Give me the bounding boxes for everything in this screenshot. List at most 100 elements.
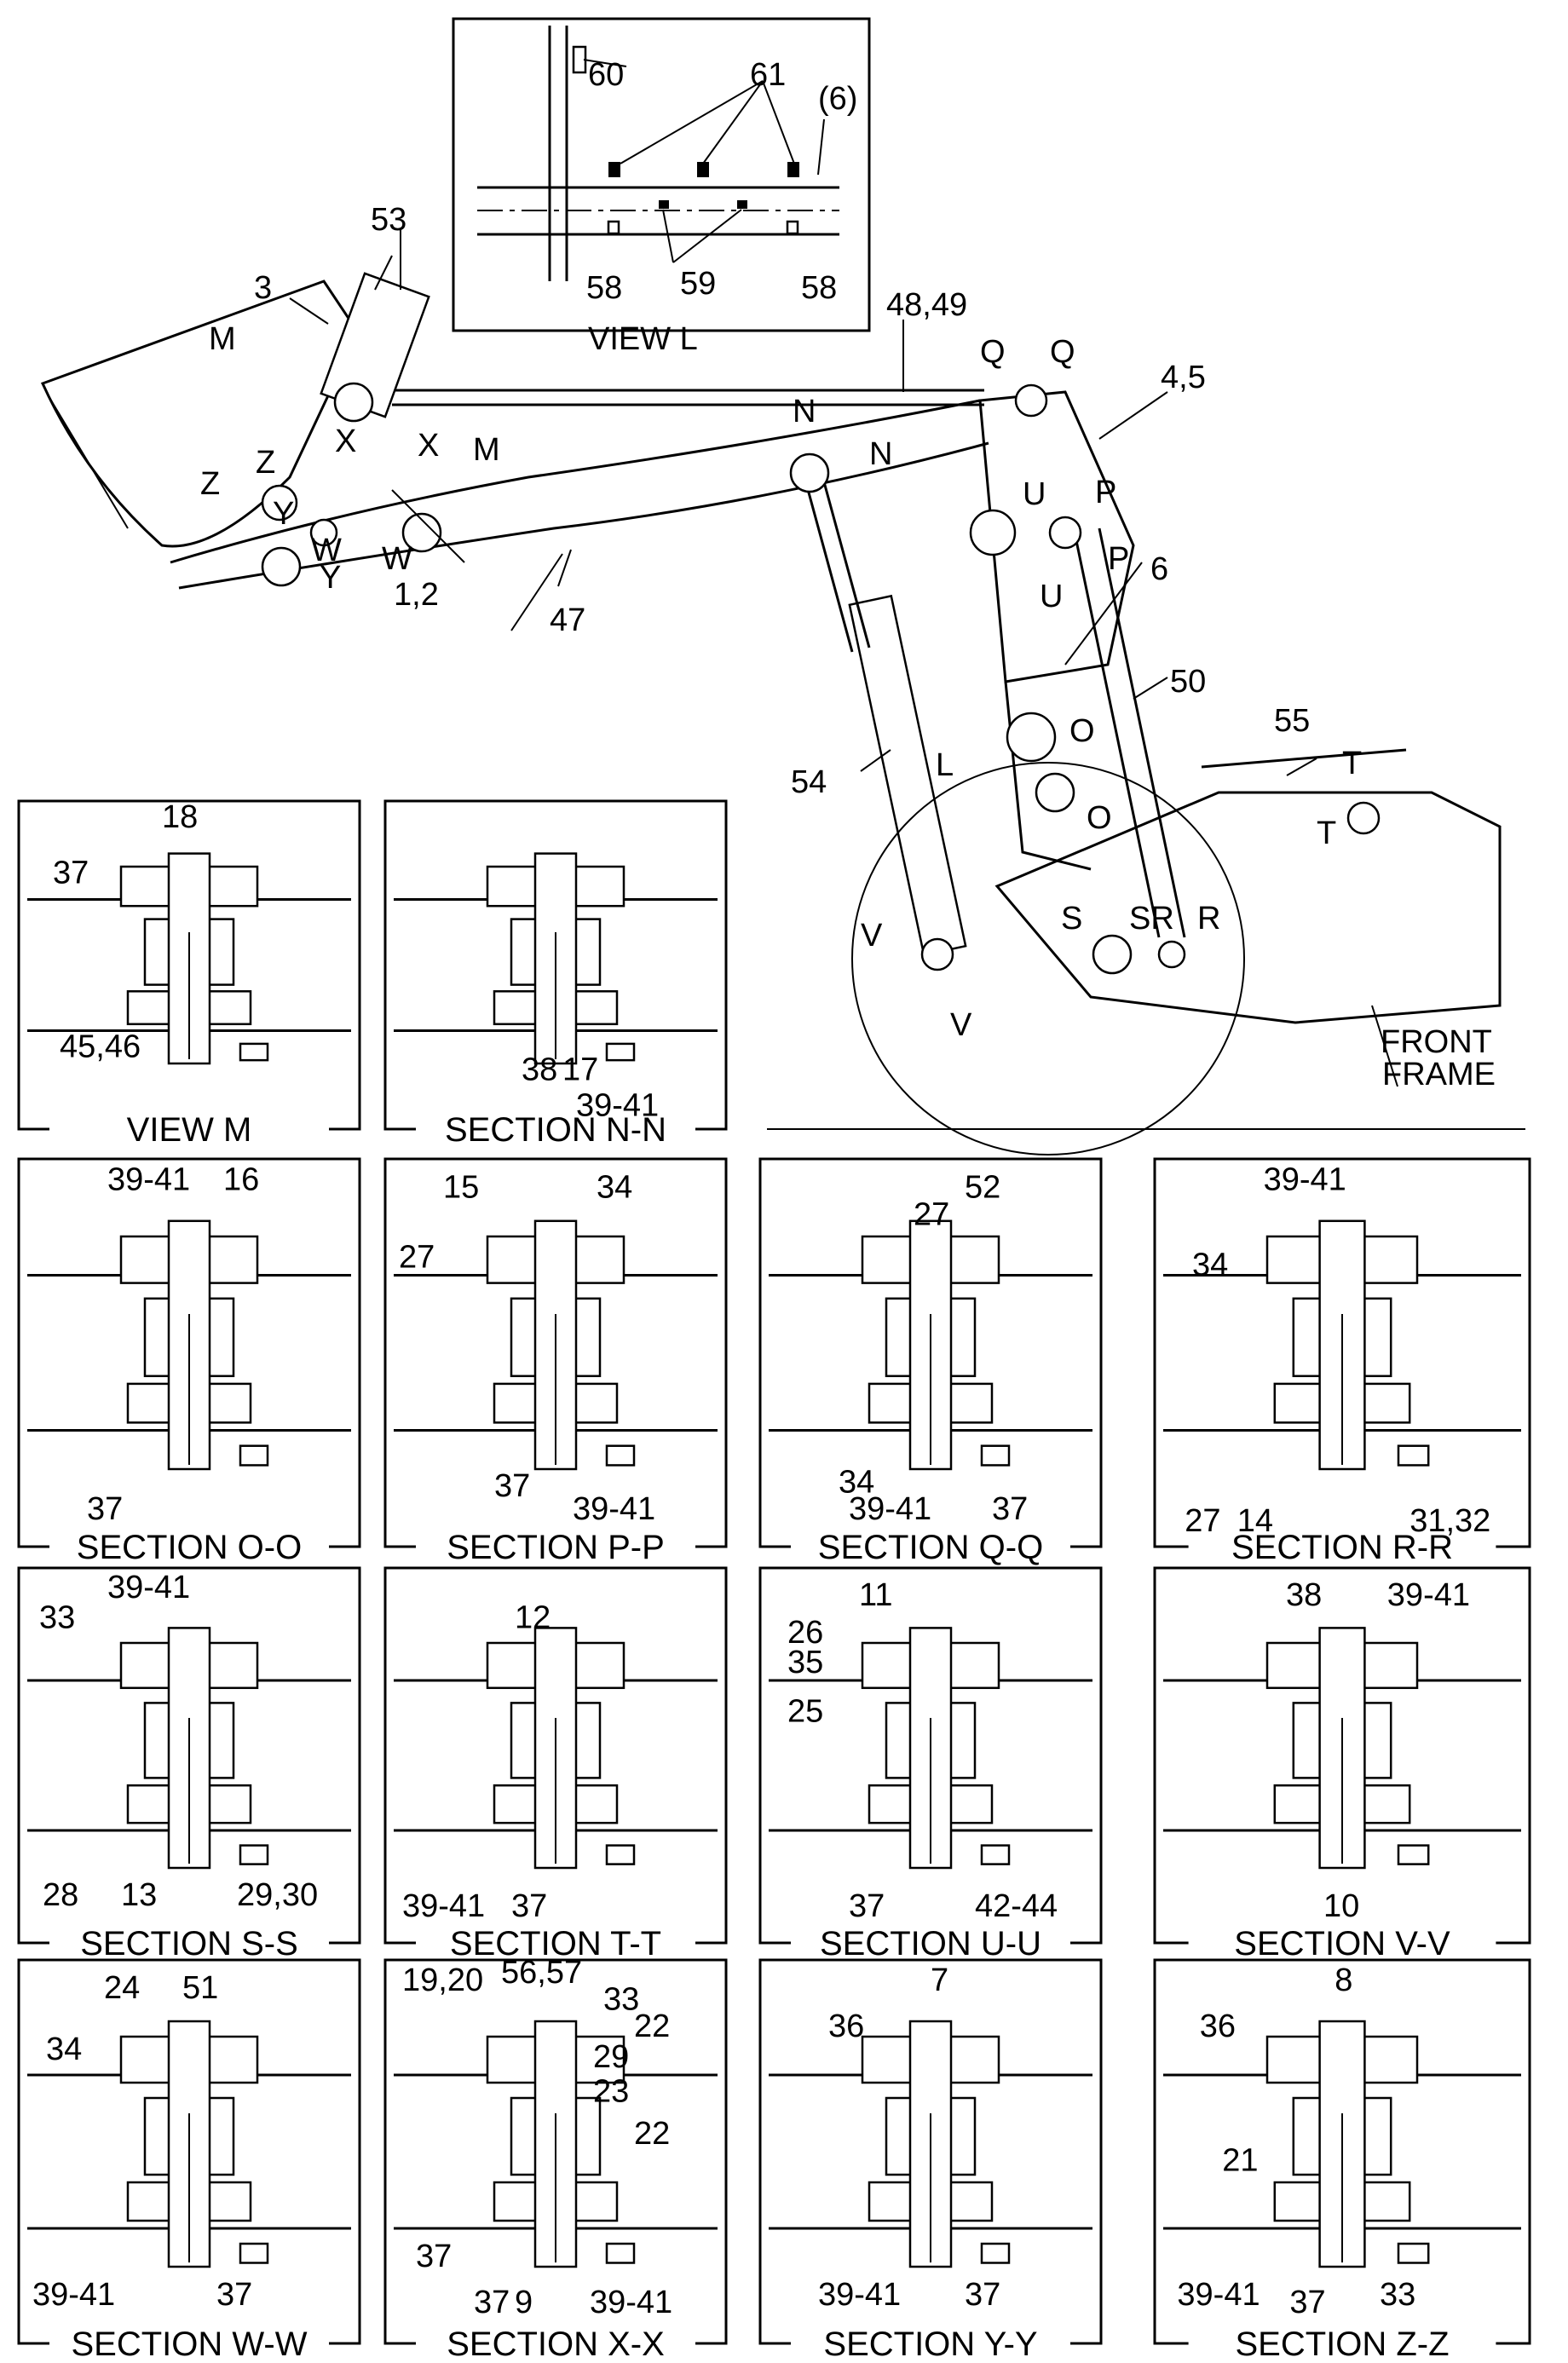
part-number-label: 37: [511, 1888, 547, 1924]
section-caption: SECTION U-U: [820, 1925, 1041, 1962]
part-number-label: 56,57: [501, 1955, 582, 1991]
part-number-label: 27: [399, 1239, 435, 1275]
label-z: Z: [200, 466, 220, 502]
label-q: Q: [1050, 334, 1075, 370]
part-number-label: 29,30: [237, 1877, 318, 1913]
label-p: P: [1108, 541, 1129, 577]
front-frame-label: FRONT: [1381, 1024, 1492, 1060]
part-number-label: 39-41: [1177, 2277, 1260, 2313]
label-48-49: 48,49: [886, 287, 967, 323]
part-number-label: 34: [597, 1170, 632, 1206]
view-l-caption: VIEW L: [588, 321, 698, 357]
label-50: 50: [1170, 664, 1206, 700]
section-caption: SECTION X-X: [447, 2326, 665, 2363]
label-t: T: [1317, 816, 1336, 851]
part-number-label: 19,20: [402, 1962, 483, 1998]
label-m: M: [473, 432, 500, 468]
part-number-label: 16: [223, 1161, 259, 1197]
part-number-label: 37: [1289, 2285, 1325, 2320]
label-y: Y: [320, 560, 341, 596]
part-number-label: 33: [39, 1599, 75, 1635]
part-number-label: 37: [416, 2239, 452, 2274]
label-61: 61: [750, 57, 786, 93]
part-number-label: 38: [522, 1052, 557, 1087]
part-number-label: 26: [787, 1615, 823, 1651]
pin: [1318, 1219, 1366, 1471]
part-number-label: 8: [1335, 1962, 1352, 1998]
part-number-label: 39-41: [107, 1161, 190, 1197]
label-o: O: [1087, 800, 1112, 836]
part-number-label: 37: [53, 855, 89, 890]
part-number-label: 29: [593, 2039, 629, 2075]
part-number-label: 10: [1323, 1888, 1359, 1924]
part-number-label: 14: [1237, 1503, 1273, 1539]
part-number-label: 37: [87, 1491, 123, 1527]
part-number-label: 27: [914, 1196, 949, 1232]
label-v: V: [861, 918, 883, 954]
label-6: 6: [1150, 551, 1168, 587]
part-number-label: 15: [443, 1170, 479, 1206]
part-number-label: 34: [1192, 1248, 1228, 1283]
part-number-label: 9: [515, 2285, 533, 2320]
label-s: S: [1061, 901, 1082, 937]
label-t: T: [1342, 746, 1362, 781]
label-m: M: [209, 321, 236, 357]
part-number-label: 34: [839, 1464, 874, 1500]
part-number-label: 36: [828, 2009, 864, 2044]
part-number-label: 23: [593, 2074, 629, 2110]
label-6-paren: (6): [818, 81, 857, 117]
label-54: 54: [791, 764, 827, 800]
label-y: Y: [273, 496, 294, 532]
part-number-label: 45,46: [60, 1029, 141, 1064]
part-number-label: 39-41: [818, 2277, 901, 2313]
part-number-label: 22: [634, 2116, 670, 2152]
label-q: Q: [980, 334, 1006, 370]
section-caption: SECTION R-R: [1231, 1529, 1453, 1566]
label-53: 53: [371, 202, 406, 238]
label-z: Z: [256, 445, 275, 481]
part-number-label: 52: [965, 1170, 1000, 1206]
front-frame-label: FRAME: [1382, 1057, 1496, 1092]
part-number-label: 39-41: [1387, 1577, 1470, 1613]
main-assembly-drawing: [40, 17, 1525, 1156]
label-58: 58: [801, 270, 837, 306]
part-number-label: 39-41: [590, 2285, 672, 2320]
part-number-label: 36: [1200, 2009, 1236, 2044]
label-u: U: [1023, 476, 1046, 512]
label-55: 55: [1274, 703, 1310, 739]
part-number-label: 38: [1286, 1577, 1322, 1613]
label-sr: SR: [1129, 901, 1174, 937]
part-number-label: 33: [1380, 2277, 1415, 2313]
part-number-label: 28: [43, 1877, 78, 1913]
section-caption: SECTION P-P: [447, 1529, 665, 1566]
part-number-label: 21: [1222, 2143, 1258, 2179]
part-number-label: 7: [931, 1962, 948, 1998]
part-number-label: 39-41: [573, 1491, 655, 1527]
label-60: 60: [588, 57, 624, 93]
label-58: 58: [586, 270, 622, 306]
label-n: N: [793, 394, 816, 429]
part-number-label: 39-41: [107, 1570, 190, 1605]
label-l: L: [936, 747, 954, 783]
part-number-label: 39-41: [32, 2277, 115, 2313]
part-number-label: 22: [634, 2009, 670, 2044]
label-x: X: [418, 428, 439, 464]
part-number-label: 37: [965, 2277, 1000, 2313]
part-number-label: 27: [1185, 1503, 1220, 1539]
label-w: W: [382, 541, 412, 577]
label-u: U: [1040, 579, 1063, 614]
part-number-label: 31,32: [1409, 1503, 1490, 1539]
